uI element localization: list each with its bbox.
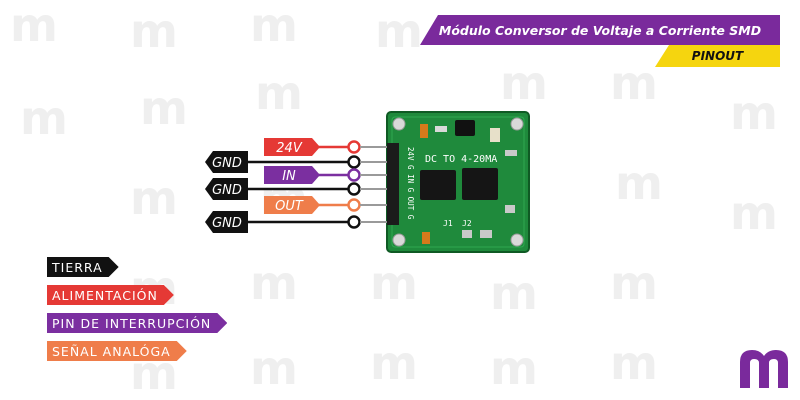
legend-label: TIERRA: [52, 259, 103, 275]
pin-connector-icon: [347, 168, 361, 182]
watermark-logo-icon: m: [375, 4, 423, 58]
watermark-logo-icon: m: [500, 56, 548, 110]
legend-label: ALIMENTACIÓN: [52, 287, 158, 303]
pcb-module: DC TO 4-20MA 24V G IN G OUT G J1 J2: [386, 111, 530, 253]
watermark-logo-icon: m: [250, 0, 298, 52]
legend-item-senal: SEÑAL ANALÓGA: [47, 341, 187, 361]
wires: [247, 140, 387, 229]
pin-tag-gnd: [205, 151, 248, 173]
watermark-logo-icon: m: [370, 256, 418, 310]
pin-connector-icon: [347, 155, 361, 169]
pin-tag-out: [264, 196, 320, 214]
subtitle-banner: PINOUT: [655, 45, 780, 67]
resistor: [435, 126, 447, 132]
pin-label-gnd: GND: [212, 183, 242, 198]
watermark-logo-icon: m: [730, 86, 778, 140]
capacitor: [420, 124, 428, 138]
legend-item-interrupcion: PIN DE INTERRUPCIÓN: [47, 313, 227, 333]
pin-labels: 24V GND IN GND OUT GND: [205, 138, 320, 233]
pin-connector-icon: [347, 140, 361, 154]
pin-tag-in: [264, 166, 320, 184]
legend-item-alimentacion: ALIMENTACIÓN: [47, 285, 174, 305]
pin-header: [387, 143, 399, 225]
pin-tag-24v: [264, 138, 320, 156]
mounting-hole: [510, 233, 524, 247]
title-banner: Módulo Conversor de Voltaje a Corriente …: [420, 15, 780, 45]
watermark-logo-icon: m: [490, 341, 538, 395]
pin-connector-icon: [347, 215, 361, 229]
pcb-pin-labels: 24V G IN G OUT G: [406, 147, 415, 220]
legend-label: SEÑAL ANALÓGA: [52, 343, 171, 359]
legend-label: PIN DE INTERRUPCIÓN: [52, 315, 212, 331]
watermark-logo-icon: m: [615, 156, 663, 210]
transistor: [455, 120, 475, 136]
pin-connector-icon: [347, 182, 361, 196]
jumper-label: J1: [443, 219, 453, 228]
watermark-logo-icon: m: [370, 336, 418, 390]
watermark-logo-icon: m: [730, 186, 778, 240]
watermark-logo-icon: m: [10, 0, 58, 52]
watermark-logo-icon: m: [130, 4, 178, 58]
pin-tag-gnd: [205, 211, 248, 233]
mounting-hole: [510, 117, 524, 131]
watermark-logo-icon: m: [255, 66, 303, 120]
resistor: [505, 150, 517, 156]
page-subtitle: PINOUT: [691, 49, 744, 63]
watermark-logo-icon: m: [250, 341, 298, 395]
potentiometer: [490, 128, 500, 142]
resistor: [462, 230, 472, 238]
ic-chip: [420, 170, 456, 200]
ic-chip: [462, 168, 498, 200]
capacitor: [422, 232, 430, 244]
pin-tag-gnd: [205, 178, 248, 200]
pin-label-in: IN: [282, 169, 296, 184]
watermark-logo-icon: m: [140, 81, 188, 135]
pcb-silkscreen: DC TO 4-20MA: [425, 154, 497, 165]
watermark-logo-icon: m: [610, 56, 658, 110]
watermark-logo-icon: m: [490, 266, 538, 320]
pin-label-out: OUT: [275, 199, 304, 214]
resistor: [480, 230, 492, 238]
watermark-logo-icon: m: [130, 171, 178, 225]
page-title: Módulo Conversor de Voltaje a Corriente …: [438, 22, 762, 38]
watermark-logo-icon: m: [20, 91, 68, 145]
pin-label-gnd: GND: [212, 216, 242, 231]
watermark-logo-icon: m: [250, 256, 298, 310]
mounting-hole: [392, 117, 406, 131]
watermark-logo-icon: m: [610, 256, 658, 310]
mounting-hole: [392, 233, 406, 247]
watermark-logo-icon: m: [610, 336, 658, 390]
pin-label-gnd: GND: [212, 156, 242, 171]
pin-connector-icon: [347, 198, 361, 212]
resistor: [505, 205, 515, 213]
jumper-label: J2: [462, 219, 472, 228]
brand-logo-icon: [740, 350, 788, 388]
pin-label-24v: 24V: [276, 141, 303, 156]
legend-item-tierra: TIERRA: [47, 257, 119, 277]
